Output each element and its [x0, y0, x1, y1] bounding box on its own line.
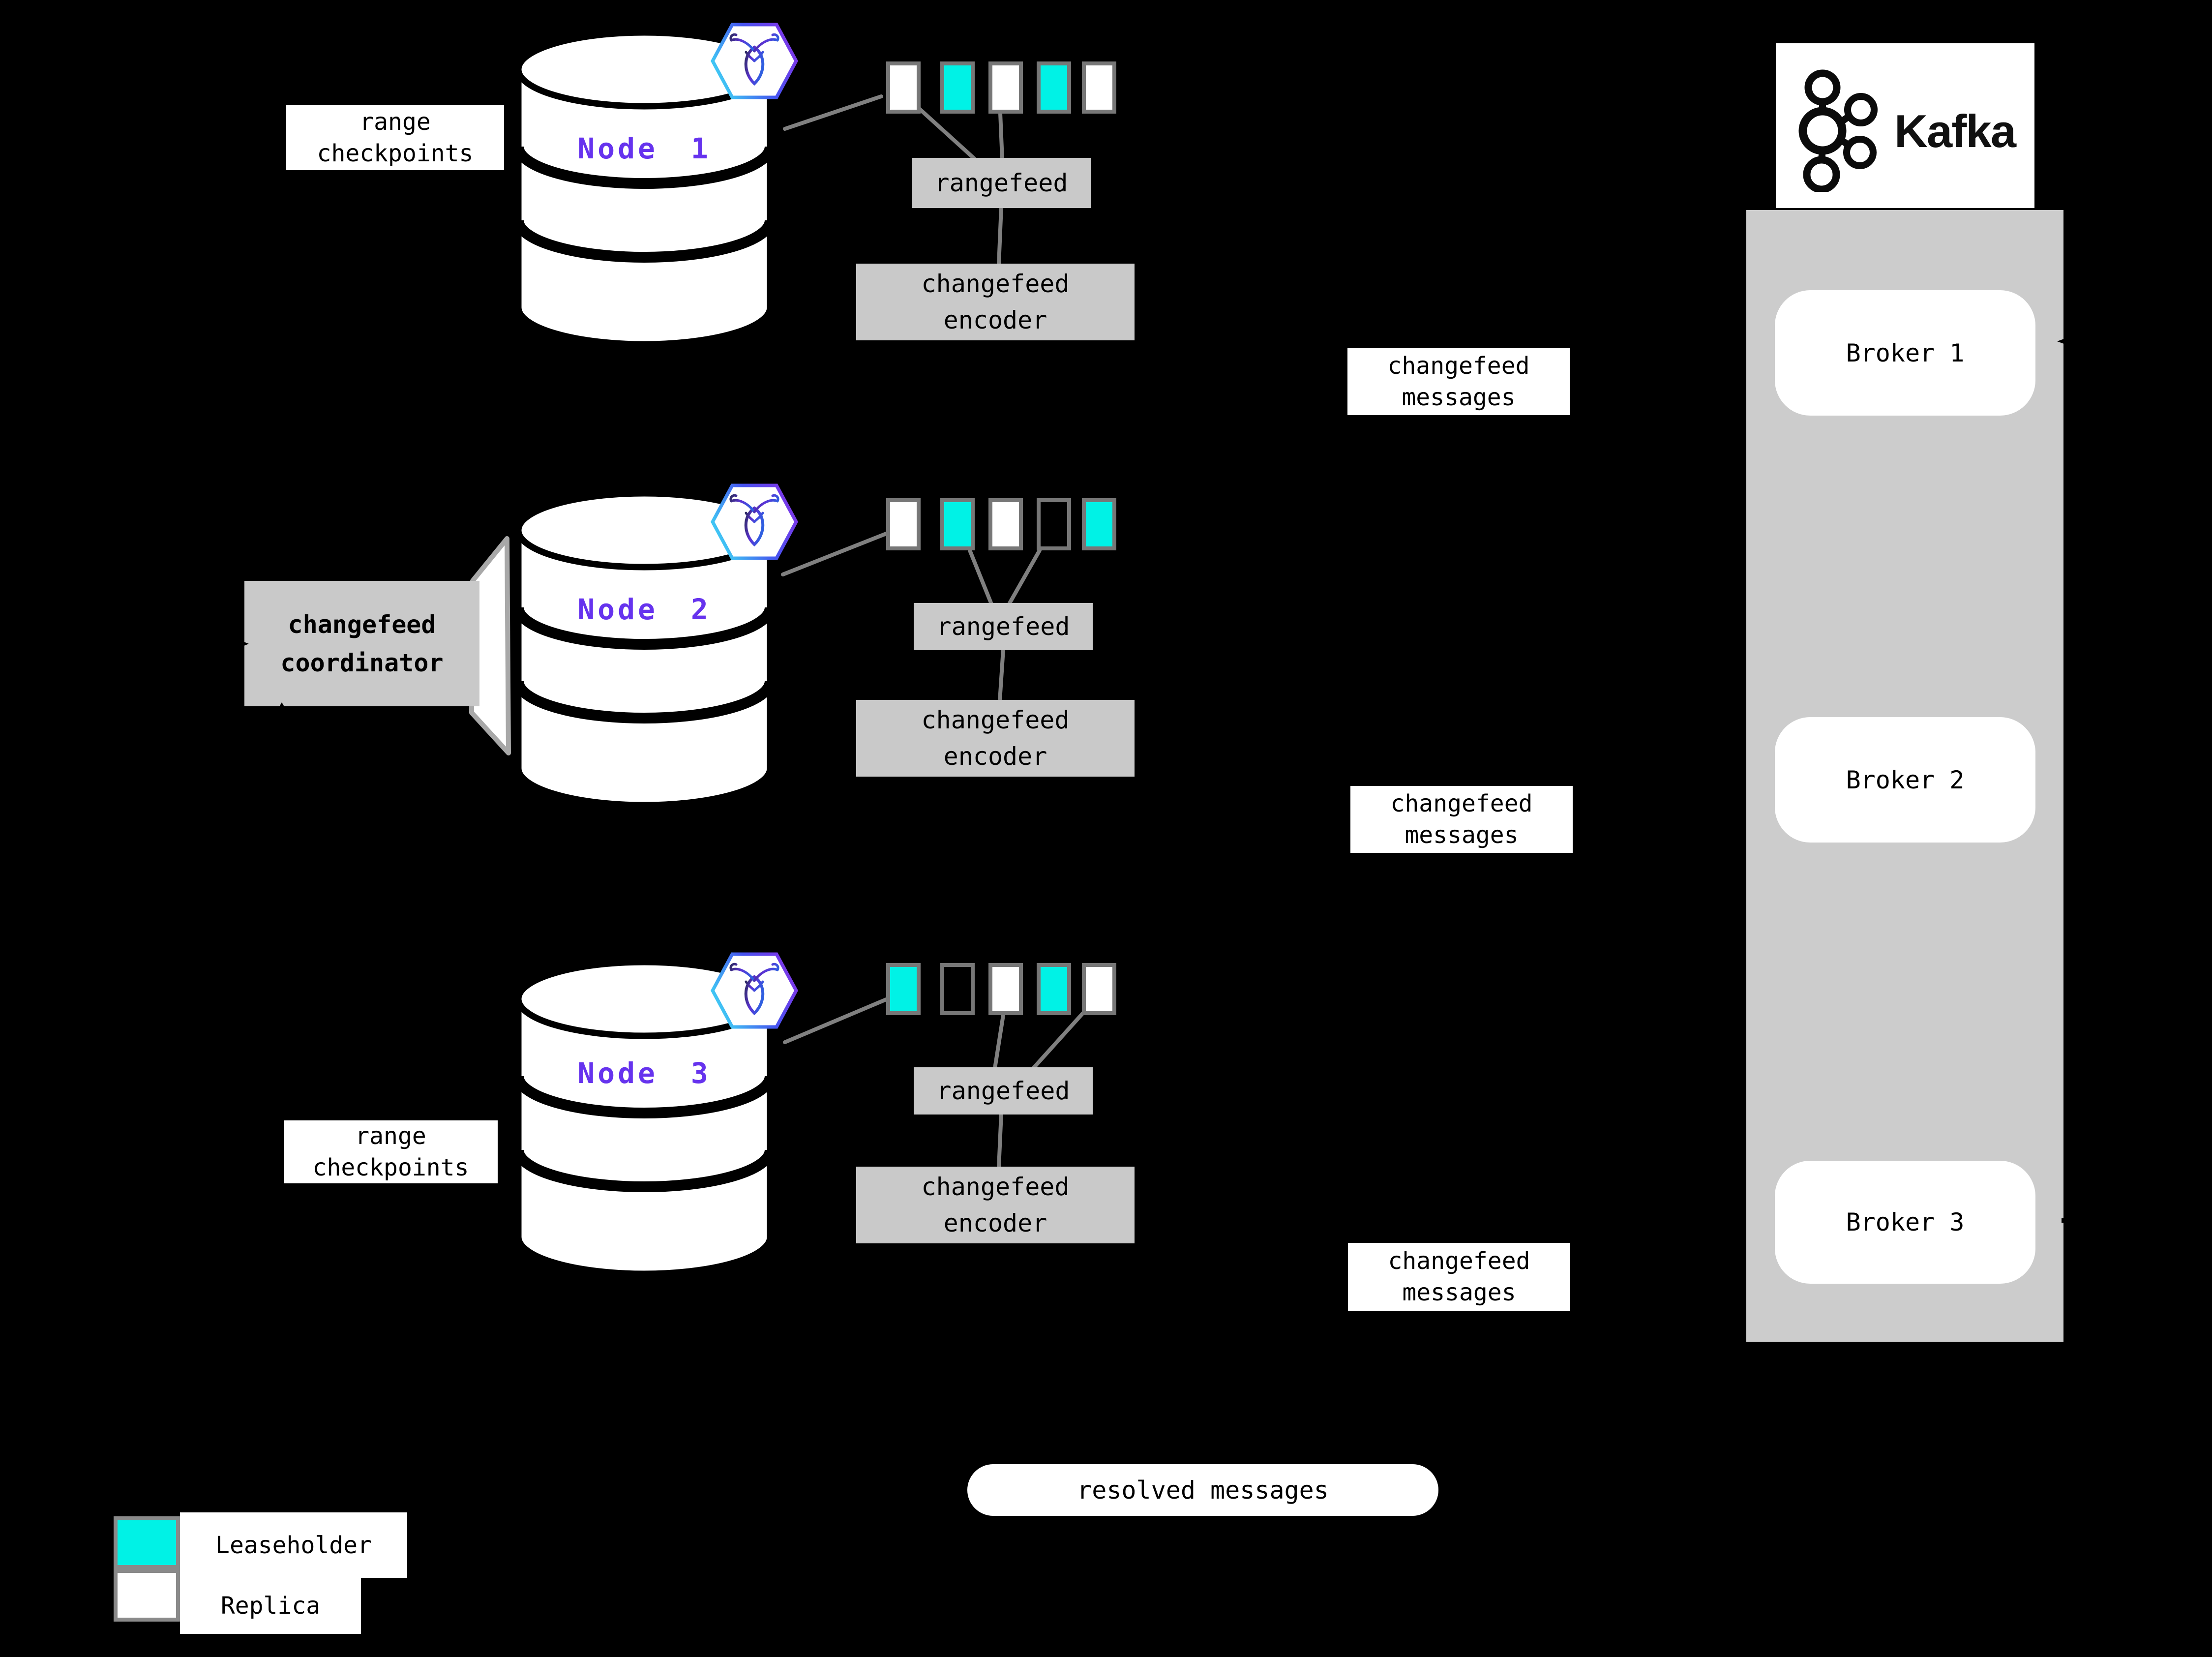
legend-leaseholder-swatch	[114, 1516, 180, 1569]
label-line: changefeed	[921, 706, 1070, 734]
range-checkpoints-label-node3: range checkpoints	[284, 1120, 498, 1183]
label-line: checkpoints	[317, 140, 474, 167]
range-box	[988, 61, 1023, 114]
cockroachdb-icon	[711, 952, 798, 1029]
label-line: changefeed	[1387, 352, 1530, 380]
label-line: messages	[1402, 384, 1516, 411]
range-box	[1037, 498, 1071, 550]
gray-connector-lines	[781, 94, 1085, 1170]
node2-database-cylinder	[514, 490, 775, 809]
resolved-messages-label: resolved messages	[967, 1464, 1438, 1516]
coordinator-flag-shape	[469, 536, 511, 755]
broker-2: Broker 2	[1775, 717, 2035, 843]
broker-1: Broker 1	[1775, 290, 2035, 416]
node3-database-cylinder	[514, 959, 775, 1277]
label-line: messages	[1405, 821, 1519, 849]
rangefeed-box-node1: rangefeed	[912, 158, 1091, 208]
range-box	[1082, 61, 1116, 114]
cockroachdb-icon	[711, 23, 798, 99]
range-box	[940, 498, 975, 550]
range-box	[1082, 963, 1116, 1015]
range-checkpoints-label-node1: range checkpoints	[286, 105, 504, 170]
broker-3: Broker 3	[1775, 1161, 2035, 1284]
changefeed-messages-label-2: changefeed messages	[1350, 786, 1573, 853]
range-box	[886, 61, 921, 114]
changefeed-encoder-box-node2: changefeed encoder	[856, 700, 1135, 777]
label-line: range	[359, 108, 431, 136]
label-line: encoder	[943, 1209, 1047, 1237]
node1-label: Node 1	[577, 132, 711, 165]
changefeed-messages-label-1: changefeed messages	[1347, 348, 1570, 415]
cockroachdb-icon	[711, 483, 798, 560]
changefeed-messages-label-3: changefeed messages	[1348, 1243, 1570, 1311]
rangefeed-box-node2: rangefeed	[914, 603, 1093, 650]
label-line: changefeed	[921, 270, 1070, 298]
rangefeed-box-node3: rangefeed	[914, 1067, 1093, 1115]
label-line: range	[355, 1122, 426, 1150]
range-box	[1082, 498, 1116, 550]
label-line: checkpoints	[312, 1154, 469, 1181]
range-box	[1037, 963, 1071, 1015]
changefeed-encoder-box-node3: changefeed encoder	[856, 1167, 1135, 1243]
node3-label: Node 3	[577, 1056, 711, 1090]
range-box	[988, 963, 1023, 1015]
label-line: changefeed	[288, 610, 436, 639]
range-box	[886, 498, 921, 550]
range-box	[940, 963, 975, 1015]
label-line: changefeed	[1388, 1247, 1530, 1275]
legend-leaseholder-label: Leaseholder	[180, 1512, 407, 1578]
label-line: encoder	[943, 742, 1047, 771]
legend-replica-label: Replica	[180, 1578, 361, 1634]
label-line: changefeed	[1390, 790, 1533, 817]
legend-replica-swatch	[114, 1569, 180, 1622]
node1-database-cylinder	[514, 29, 775, 348]
range-box	[940, 61, 975, 114]
node2-label: Node 2	[577, 593, 711, 626]
changefeed-coordinator-label: changefeed coordinator	[244, 581, 479, 706]
range-box	[988, 498, 1023, 550]
kafka-wordmark: Kafka	[1894, 105, 2016, 157]
range-box	[886, 963, 921, 1015]
range-box	[1037, 61, 1071, 114]
label-line: messages	[1402, 1279, 1516, 1306]
label-line: changefeed	[921, 1173, 1070, 1201]
changefeed-encoder-box-node1: changefeed encoder	[856, 264, 1135, 340]
kafka-logo-icon	[1798, 69, 1878, 192]
label-line: encoder	[943, 306, 1047, 334]
label-line: coordinator	[280, 648, 444, 677]
